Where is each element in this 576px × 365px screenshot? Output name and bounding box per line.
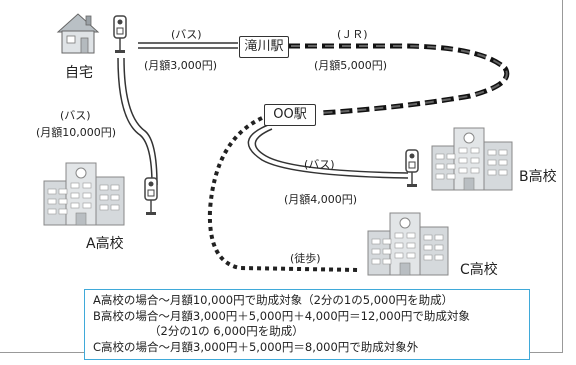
bus-maru-b-fare: (月額4,000円) [284,193,358,206]
school-building-icon [431,127,513,191]
walk-c-mode: (徒歩) [290,252,321,265]
bus-home-a-mode: (バス) [60,109,91,122]
school-b-label: B高校 [519,169,557,185]
station-maru: OO駅 [264,104,316,126]
school-building-icon [367,212,449,276]
jr-rail-line [288,43,510,116]
house-icon [56,13,100,54]
school-building-icon [43,162,125,226]
walk-path-maru-c [207,116,361,272]
home-label: 自宅 [65,65,93,81]
bus-stop-icon [144,177,158,216]
jr-fare: (月額5,000円) [314,59,388,72]
bus-home-takigawa-mode: (バス) [171,28,202,41]
station-takigawa: 滝川駅 [239,36,289,58]
bus-stop-icon [113,15,127,54]
bus-road-maru-b [247,124,409,179]
note-line-a: A高校の場合～月額10,000円で助成対象（2分の1の5,000円を助成） [93,293,454,307]
note-line-c: C高校の場合～月額3,000円＋5,000円＝8,000円で助成対象外 [93,339,419,354]
bus-home-a-fare: (月額10,000円) [36,126,117,139]
bus-road-home-takigawa [138,42,238,49]
jr-mode: (ＪＲ) [337,28,368,41]
note-line-b: B高校の場合～月額3,000円＋5,000円＋4,000円＝12,000円で助成… [93,308,470,323]
bus-road-home-a [117,57,158,186]
bus-home-takigawa-fare: (月額3,000円) [144,59,218,72]
school-a-label: A高校 [86,236,124,252]
bus-stop-icon [405,149,419,188]
school-c-label: C高校 [460,262,498,278]
bus-maru-b-mode: (バス) [304,158,335,171]
note-line-b-detail: （2分の1の 6,000円を助成） [149,324,304,338]
subsidy-note-box: A高校の場合～月額10,000円で助成対象（2分の1の5,000円を助成） B高… [84,289,530,360]
